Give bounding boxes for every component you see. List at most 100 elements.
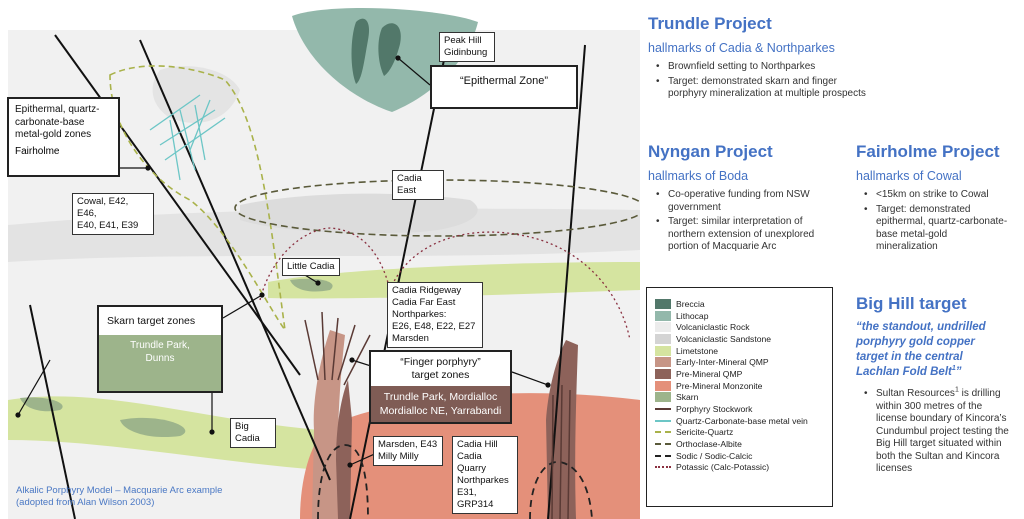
legend-swatch	[655, 357, 671, 368]
legend-swatch	[655, 322, 671, 333]
legend-swatch	[655, 298, 671, 309]
section-nyngan: Nyngan Project hallmarks of Boda Co-oper…	[648, 142, 848, 256]
label-peak-hill: Peak Hill Gidinbung	[439, 32, 495, 62]
porphyry-model-diagram: Peak Hill Gidinbung “Epithermal Zone” Ep…	[7, 8, 640, 519]
label-epithermal-zone: “Epithermal Zone”	[430, 65, 578, 109]
legend-item: Skarn	[655, 392, 832, 404]
label-skarn-target-zones: Skarn target zones Trundle Park, Dunns	[97, 305, 223, 393]
nyngan-subtitle: hallmarks of Boda	[648, 169, 749, 183]
legend-item: Orthoclase-Albite	[655, 438, 832, 450]
big-hill-quote: “the standout, undrilled porphyry gold c…	[856, 321, 986, 378]
legend-label: Volcaniclastic Sandstone	[676, 333, 772, 344]
fairholme-subtitle: hallmarks of Cowal	[856, 169, 962, 183]
legend-item: Lithocap	[655, 310, 832, 322]
legend-label: Limetstone	[676, 345, 719, 356]
fairholme-bullets: <15km on strike to Cowal Target: demonst…	[856, 189, 1011, 254]
volcaniclastic-patch-center	[240, 193, 478, 234]
label-cadia-east: Cadia East	[392, 170, 444, 200]
legend-item: Porphyry Stockwork	[655, 403, 832, 415]
legend-label: Early-Inter-Mineral QMP	[676, 357, 769, 368]
leader-lines	[15, 55, 551, 468]
legend-swatch	[655, 368, 671, 379]
fault-line-4	[547, 44, 586, 519]
geology-cross-section	[8, 8, 640, 519]
fairholme-title: Fairholme Project	[856, 142, 1000, 161]
volcaniclastic-patch-left	[152, 66, 240, 123]
nyngan-title: Nyngan Project	[648, 142, 773, 161]
legend-line	[655, 419, 671, 422]
finger-sub-box: Trundle Park, Mordialloc Mordialloc NE, …	[371, 386, 510, 422]
legend-swatch	[655, 310, 671, 321]
legend-label: Sodic / Sodic-Calcic	[676, 450, 753, 461]
legend-line	[655, 466, 671, 469]
legend-line	[655, 454, 671, 457]
legend-item: Limetstone	[655, 345, 832, 357]
label-cowal: Cowal, E42, E46, E40, E41, E39	[72, 193, 154, 235]
legend-label: Pre-Mineral QMP	[676, 368, 743, 379]
potassic-zone-left	[259, 227, 391, 301]
trundle-subtitle: hallmarks of Cadia & Northparkes	[648, 41, 835, 55]
legend-item: Breccia	[655, 298, 832, 310]
legend-label: Breccia	[676, 298, 705, 309]
porphyry-stockwork	[304, 311, 571, 519]
legend-line	[655, 431, 671, 434]
legend-label: Orthoclase-Albite	[676, 439, 742, 450]
trundle-bullets: Brownfield setting to Northparkes Target…	[648, 61, 868, 101]
legend-label: Lithocap	[676, 310, 709, 321]
big-hill-title: Big Hill target	[856, 294, 967, 313]
section-fairholme: Fairholme Project hallmarks of Cowal <15…	[856, 142, 1022, 256]
legend-label: Pre-Mineral Monzonite	[676, 380, 763, 391]
legend-label: Sericite-Quartz	[676, 427, 734, 438]
label-fairholme: Fairholme	[15, 145, 60, 157]
skarn-patch-3	[290, 278, 333, 292]
legend-label: Potassic (Calc-Potassic)	[676, 462, 770, 473]
fault-line-5	[29, 304, 76, 519]
legend-item: Sodic / Sodic-Calcic	[655, 450, 832, 462]
label-marsden: Marsden, E43 Milly Milly	[373, 436, 443, 466]
big-hill-bullet: Sultan Resources1 is drilling within 300…	[864, 387, 1014, 476]
legend-item: Quartz-Carbonate-base metal vein	[655, 415, 832, 427]
breccia-right	[378, 23, 401, 76]
label-little-cadia: Little Cadia	[282, 258, 340, 276]
quartz-carbonate-veins	[149, 94, 226, 181]
legend-line	[655, 443, 671, 446]
nyngan-bullet: Co-operative funding from NSW government	[656, 189, 838, 214]
legend-swatch	[655, 380, 671, 391]
label-epithermal-quartz: Epithermal, quartz- carbonate-base metal…	[7, 97, 120, 177]
label-cadia-ridgeway: Cadia Ridgeway Cadia Far East Northparke…	[387, 282, 483, 348]
sericite-quartz-halo	[109, 65, 287, 333]
skarn-sub-box: Trundle Park, Dunns	[99, 335, 221, 391]
nyngan-bullets: Co-operative funding from NSW government…	[648, 189, 838, 254]
legend-label: Skarn	[676, 392, 699, 403]
qmp-stock-left-core	[336, 380, 352, 519]
sodic-zone-right	[529, 461, 593, 519]
legend-swatch	[655, 392, 671, 403]
sodic-zone-left	[317, 444, 369, 519]
big-hill-bullets: Sultan Resources1 is drilling within 300…	[856, 387, 1014, 476]
legend-item: Volcaniclastic Rock	[655, 321, 832, 333]
legend-item: Potassic (Calc-Potassic)	[655, 462, 832, 474]
legend-item: Pre-Mineral QMP	[655, 368, 832, 380]
fairholme-bullet: Target: demonstrated epithermal, quartz-…	[864, 204, 1011, 254]
legend-label: Quartz-Carbonate-base metal vein	[676, 415, 808, 426]
section-big-hill: Big Hill target “the standout, undrilled…	[856, 294, 1022, 478]
legend-label: Volcaniclastic Rock	[676, 322, 750, 333]
label-cadia-hill: Cadia Hill Cadia Quarry Northparkes E31,…	[452, 436, 518, 514]
legend-swatch	[655, 333, 671, 344]
label-big-cadia: Big Cadia	[230, 418, 276, 448]
limestone-band-upper	[268, 262, 640, 299]
legend-swatch	[655, 345, 671, 356]
diagram-caption: Alkalic Porphyry Model – Macquarie Arc e…	[16, 485, 223, 508]
legend-item: Early-Inter-Mineral QMP	[655, 356, 832, 368]
trundle-bullet: Target: demonstrated skarn and finger po…	[656, 76, 868, 101]
label-finger-porphyry: “Finger porphyry” target zones Trundle P…	[369, 350, 512, 424]
fault-line-2	[139, 39, 331, 481]
volcaniclastic-sandstone-band	[8, 208, 640, 262]
legend-item: Sericite-Quartz	[655, 427, 832, 439]
skarn-patch-2	[120, 417, 186, 438]
section-trundle: Trundle Project hallmarks of Cadia & Nor…	[648, 14, 888, 103]
nyngan-bullet: Target: similar interpretation of northe…	[656, 216, 838, 254]
breccia-left	[351, 18, 370, 85]
